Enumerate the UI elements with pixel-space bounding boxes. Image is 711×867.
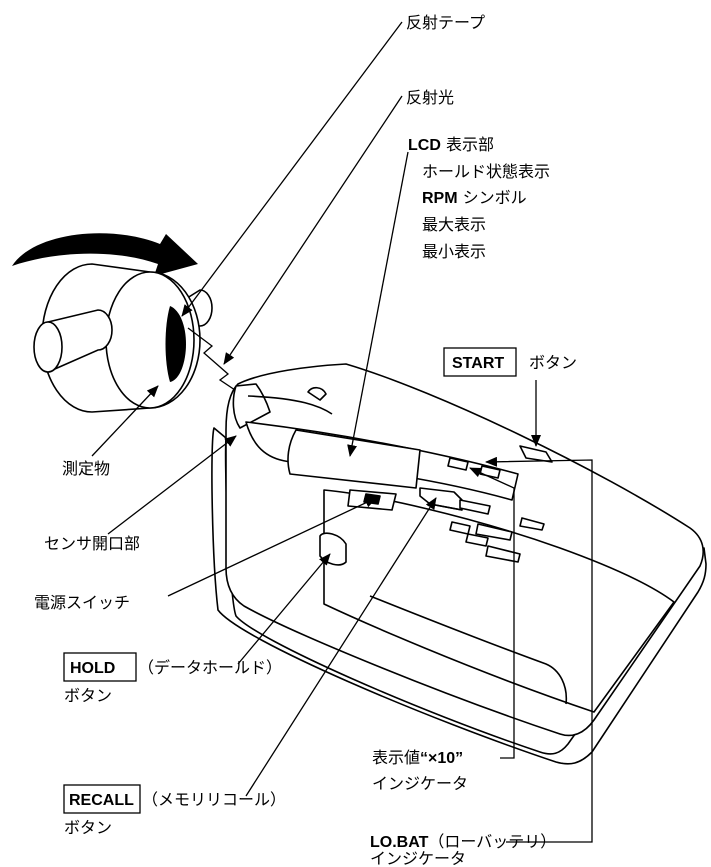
label-x10-line1: 表示値 <box>372 748 420 767</box>
reflective-tape <box>165 306 186 382</box>
label-lcd-title: LCD 表示部 <box>408 135 494 154</box>
reflected-light-zigzag <box>187 327 239 393</box>
label-lobat: LO.BAT（ローバッテリ） <box>370 832 556 851</box>
label-x10-indicator: 表示値“×10” <box>372 748 463 767</box>
label-hold-key: HOLD <box>70 660 115 677</box>
label-recall-key: RECALL <box>69 792 134 809</box>
label-start-key: START <box>452 355 504 372</box>
rotating-object <box>33 263 213 413</box>
label-lcd-jp: 表示部 <box>441 135 494 154</box>
label-lobat-jp: （ローバッテリ） <box>428 832 556 851</box>
label-rpm-symbol: RPM シンボル <box>422 188 527 207</box>
label-hold-status: ホールド状態表示 <box>422 162 550 181</box>
label-reflected-light: 反射光 <box>406 88 454 107</box>
label-start-suffix: ボタン <box>529 353 577 372</box>
label-hold-suffix: ボタン <box>64 686 112 705</box>
label-hold-desc: （データホールド） <box>138 658 282 677</box>
label-recall-desc: （メモリリコール） <box>142 790 286 809</box>
label-measured-object: 測定物 <box>62 459 110 478</box>
label-lobat-line2: インジケータ <box>370 849 466 867</box>
label-rpm-jp: シンボル <box>458 188 527 207</box>
label-x10-quote: “×10” <box>420 750 463 767</box>
key-boxes <box>63 347 517 814</box>
label-rpm-en: RPM <box>422 190 458 207</box>
label-lobat-en: LO.BAT <box>370 834 429 851</box>
label-lcd-en: LCD <box>408 137 441 154</box>
leader-lines <box>91 21 593 843</box>
label-min-display: 最小表示 <box>422 242 486 261</box>
label-recall-suffix: ボタン <box>64 818 112 837</box>
tachometer-body <box>211 363 707 765</box>
rotation-arrow-icon <box>12 233 198 276</box>
label-x10-line2: インジケータ <box>372 774 468 793</box>
label-max-display: 最大表示 <box>422 215 486 234</box>
label-power-switch: 電源スイッチ <box>34 593 130 612</box>
label-reflective-tape: 反射テープ <box>406 13 485 32</box>
label-sensor-opening: センサ開口部 <box>44 534 140 553</box>
